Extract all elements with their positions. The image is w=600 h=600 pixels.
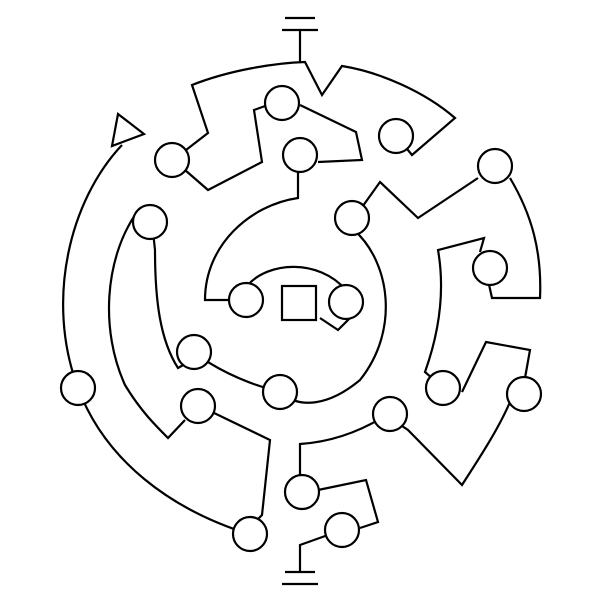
node-12 <box>59 369 97 407</box>
node-5 <box>476 147 514 185</box>
bottom-inner-wire <box>298 413 389 530</box>
node-3 <box>153 141 191 179</box>
arrow-marker <box>110 112 147 148</box>
outer-left-arc-wire <box>62 144 253 537</box>
outer-right-arc-wire <box>486 177 542 300</box>
left-inner-arc-wire <box>107 214 193 440</box>
lower-right-arc-wire <box>389 340 532 487</box>
ground-symbol-bottom <box>282 570 318 586</box>
lower-left-wire <box>211 411 272 526</box>
node-19 <box>323 511 361 549</box>
node-10 <box>327 283 365 321</box>
right-mid-wire <box>423 236 486 386</box>
center-arc-wire <box>247 265 351 332</box>
node-14 <box>424 369 462 407</box>
node-17 <box>371 395 409 433</box>
node-1 <box>263 84 301 122</box>
node-6 <box>131 203 169 241</box>
bottom-ground-feed-wire <box>298 533 329 572</box>
node-9 <box>227 281 265 319</box>
node-16 <box>179 387 217 425</box>
node-11 <box>175 333 213 371</box>
ground-symbol-top <box>282 16 318 32</box>
node-13 <box>261 373 299 411</box>
center-square <box>280 284 318 322</box>
upper-right-diagonal-wire <box>359 177 479 220</box>
node-7 <box>333 199 371 237</box>
node-2 <box>377 117 415 155</box>
node-8 <box>471 249 509 287</box>
node-15 <box>505 375 543 413</box>
top-inner-step-wire <box>184 103 364 192</box>
node-18 <box>283 473 321 511</box>
outer-top-step-wire <box>185 60 457 157</box>
node-20 <box>231 515 269 553</box>
node-4 <box>281 136 319 174</box>
nodes <box>59 84 543 553</box>
